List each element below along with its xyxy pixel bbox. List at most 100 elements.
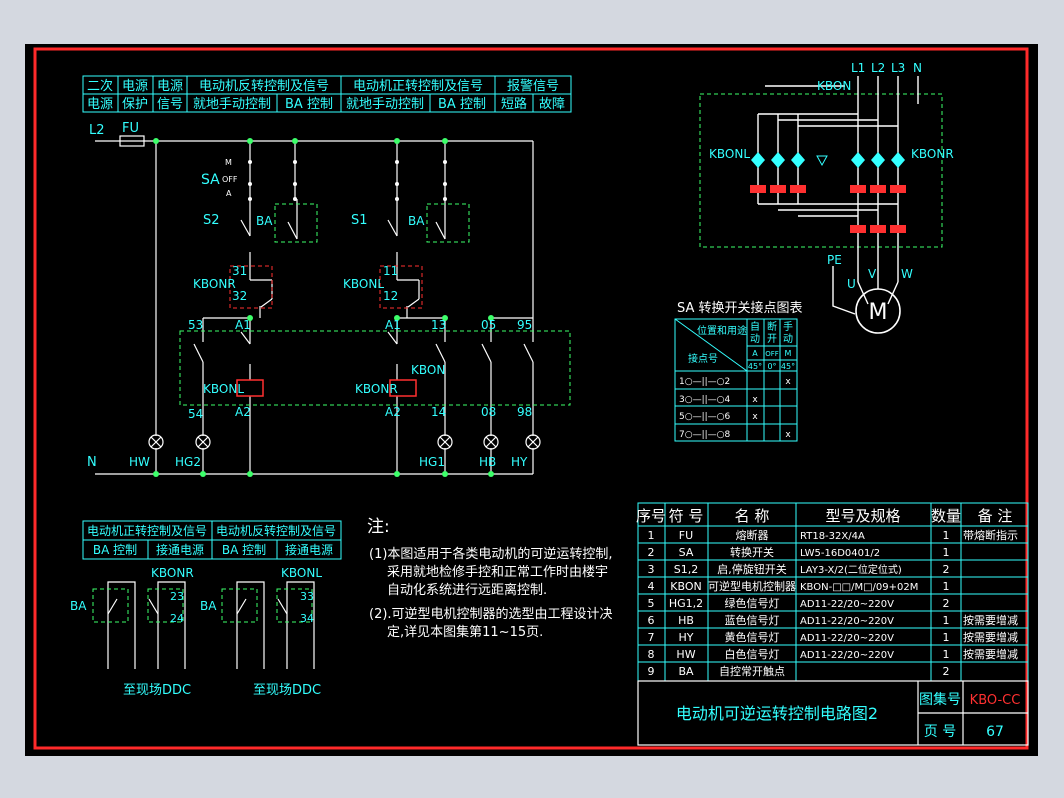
control-circuit-wiring: [95, 135, 534, 475]
parts-cell: 1: [943, 546, 950, 559]
sa-contact-table: [674, 318, 798, 442]
hdr-top-4: 电动机正转控制及信号: [353, 79, 483, 94]
term-08: 08: [481, 405, 496, 419]
hdr-bot-4: BA 控制: [285, 97, 333, 112]
parts-cell: 1: [943, 529, 950, 542]
title-block: [637, 680, 1029, 746]
drawing-frame: [33, 47, 1029, 750]
sa-row3-m: x: [785, 430, 791, 440]
parts-cell: AD11-22/20~220V: [800, 633, 894, 644]
parts-cell: 自控常开触点: [719, 664, 785, 678]
ddc-hdr-bot-3: 接通电源: [285, 542, 333, 557]
parts-cell: 按需要增减: [963, 647, 1018, 661]
phase-l1: L1: [851, 61, 865, 75]
hdr-top-0: 二次: [87, 78, 113, 94]
parts-cell: AD11-22/20~220V: [800, 650, 894, 661]
label-n: N: [87, 455, 97, 470]
hdr-bot-0: 电源: [87, 97, 113, 112]
term-a1-left: A1: [235, 318, 251, 332]
parts-cell: 2: [648, 546, 655, 559]
ddc-term-23: 23: [170, 590, 184, 603]
parts-cell: HB: [678, 614, 694, 627]
parts-cell: 按需要增减: [963, 630, 1018, 644]
drawing-sheet: 二次 电源 电源 电动机反转控制及信号 电动机正转控制及信号 报警信号 电源 保…: [25, 44, 1038, 756]
ddc-wiring: [107, 581, 315, 669]
label-sa-m: M: [225, 158, 232, 167]
ddc-term-34: 34: [300, 612, 314, 625]
ddc-hdr-bot-2: BA 控制: [222, 543, 266, 557]
parts-cell: BA: [678, 665, 694, 678]
label-hw: HW: [129, 455, 150, 469]
dashed-groups: [179, 203, 571, 406]
circuit-labels: L2 FU N SA M OFF A S2 BA S1 BA KBONR KBO…: [87, 121, 532, 470]
parts-cell: 5: [648, 597, 655, 610]
term-11: 11: [383, 264, 398, 278]
sa-col1-b: 开: [767, 334, 777, 345]
term-98: 98: [517, 405, 532, 419]
motor-symbol: M: [869, 300, 888, 325]
parts-cell: 可逆型电机控制器: [708, 579, 796, 593]
term-05: 05: [481, 318, 496, 332]
parts-cell: 熔断器: [736, 528, 769, 542]
hdr-bot-5: 就地手动控制: [346, 97, 424, 112]
label-kbonr-coil: KBONR: [355, 382, 398, 396]
term-53: 53: [188, 318, 203, 332]
atlas-label: 图集号: [919, 691, 961, 708]
ddc-term-24: 24: [170, 612, 184, 625]
sa-angle-1: 0°: [767, 362, 776, 371]
notes-title: 注:: [367, 517, 390, 537]
parts-cell: LW5-16D0401/2: [800, 548, 880, 559]
label-sa-a: A: [226, 189, 232, 198]
controller-coils: [236, 379, 417, 397]
term-a2-left: A2: [235, 405, 251, 419]
term-12: 12: [383, 289, 398, 303]
parts-cell: 转换开关: [730, 545, 774, 559]
label-l2: L2: [89, 123, 105, 138]
parts-cell: 8: [648, 648, 655, 661]
motor-kbonl-label: KBONL: [709, 147, 750, 161]
note-line-0: (1)本图适用于各类电动机的可逆运转控制,: [369, 546, 613, 562]
parts-cell: HG1,2: [669, 597, 703, 610]
parts-cell: HW: [676, 648, 695, 661]
page-number: 67: [986, 724, 1004, 740]
term-31: 31: [232, 264, 247, 278]
signal-lamps: [148, 434, 541, 450]
label-fu: FU: [122, 121, 139, 136]
parts-cell: 7: [648, 631, 655, 644]
parts-cell: 绿色信号灯: [725, 596, 780, 610]
term-32: 32: [232, 289, 247, 303]
parts-cell: 1: [943, 631, 950, 644]
ddc-kbonr: KBONR: [151, 566, 194, 580]
sa-row2-contact: 5○—||—○6: [679, 412, 730, 422]
notes: 注: (1)本图适用于各类电动机的可逆运转控制, 采用就地检修手控和正常工作时由…: [367, 517, 613, 640]
parts-cell: AD11-22/20~220V: [800, 616, 894, 627]
schematic-canvas: 二次 电源 电源 电动机反转控制及信号 电动机正转控制及信号 报警信号 电源 保…: [33, 47, 1029, 750]
hdr-bot-1: 保护: [122, 97, 148, 112]
hdr-top-3: 电动机反转控制及信号: [199, 79, 329, 94]
ddc-dest-2: 至现场DDC: [253, 683, 321, 698]
label-kbonl-coil: KBONL: [203, 382, 244, 396]
label-s2: S2: [203, 213, 220, 228]
parts-cell: RT18-32X/4A: [800, 531, 865, 542]
label-s1: S1: [351, 213, 368, 228]
ddc-hdr-bot-0: BA 控制: [93, 543, 137, 557]
hdr-top-1: 电源: [122, 79, 148, 94]
sa-contact-dots: [248, 160, 447, 201]
parts-cell: KBON: [670, 580, 701, 593]
parts-cell: KBON-□□/M□/09+02M: [800, 582, 918, 593]
parts-hdr-no: 序号: [636, 507, 666, 525]
term-54: 54: [188, 407, 203, 421]
page-label: 页 号: [924, 724, 956, 740]
motor-kbon-label: KBON: [817, 79, 851, 93]
parts-cell: 按需要增减: [963, 613, 1018, 627]
parts-cell: 4: [648, 580, 655, 593]
hdr-bot-6: BA 控制: [438, 97, 486, 112]
sa-code-m: M: [785, 349, 792, 358]
label-hb: HB: [479, 455, 496, 469]
label-sa: SA: [201, 172, 220, 188]
parts-hdr-remark: 备 注: [978, 507, 1013, 525]
parts-hdr-model: 型号及规格: [825, 507, 900, 525]
motor-v-label: V: [868, 267, 877, 281]
label-kbon: KBON: [411, 363, 445, 377]
label-hg2: HG2: [175, 455, 201, 469]
